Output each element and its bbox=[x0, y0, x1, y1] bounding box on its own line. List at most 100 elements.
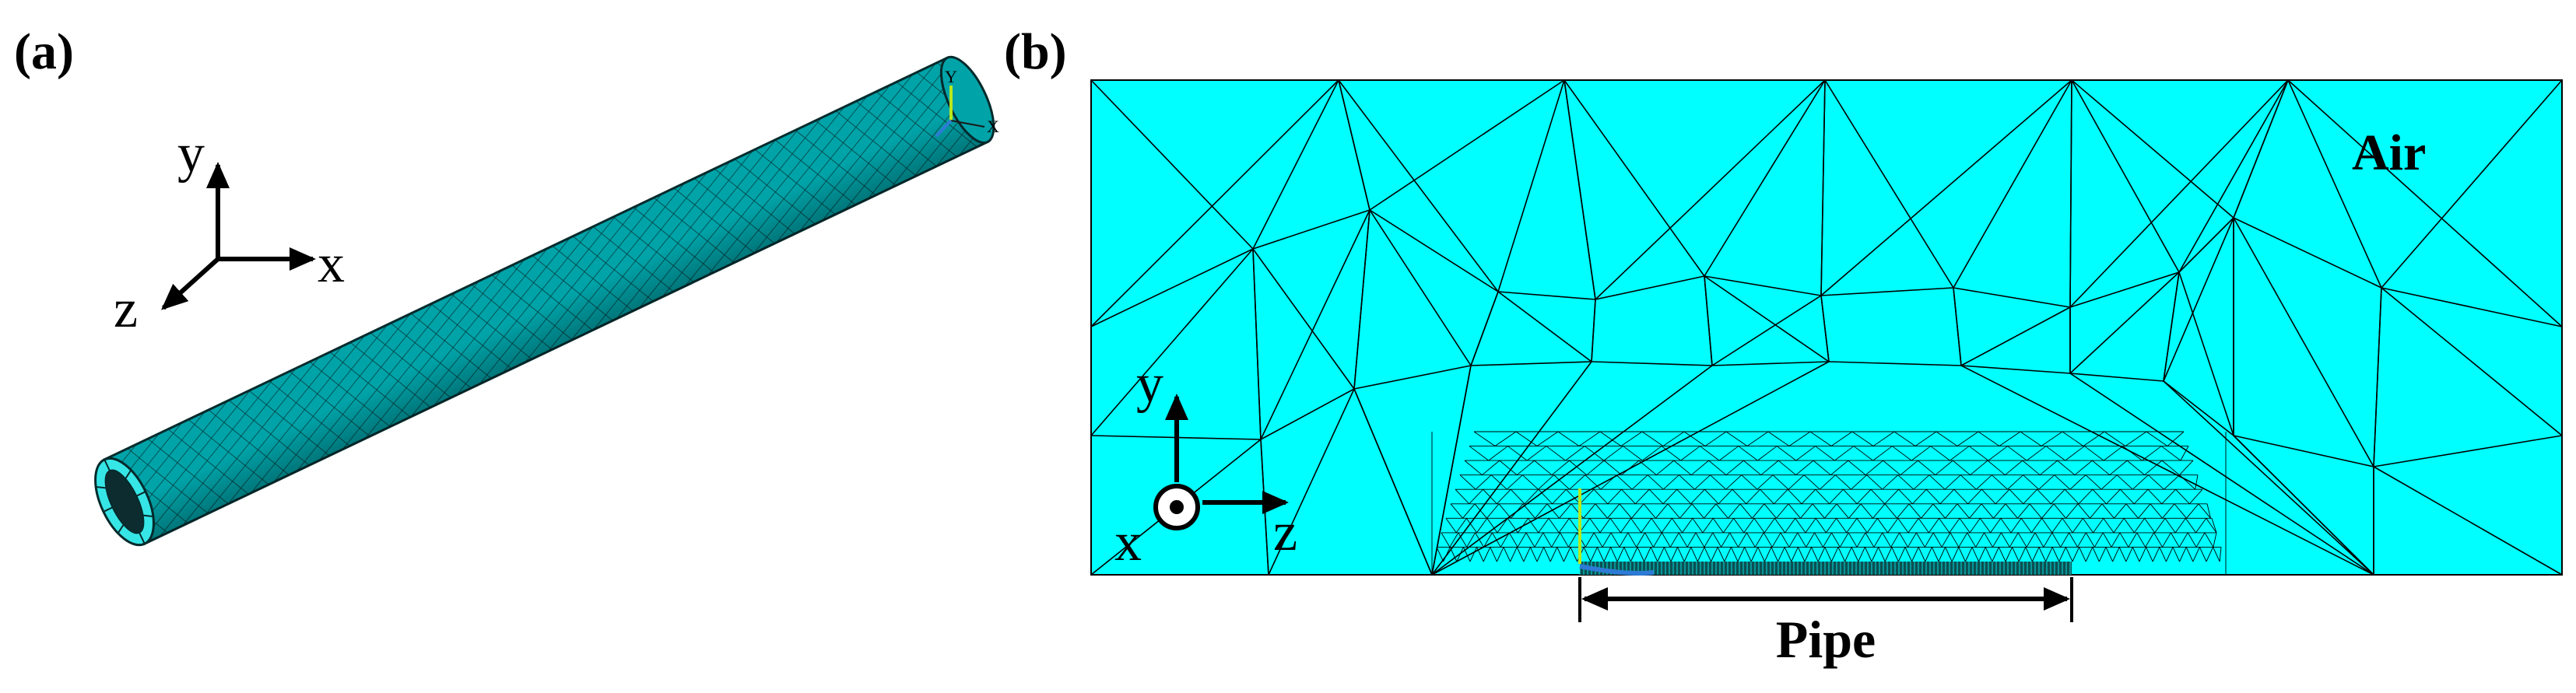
fine-mesh-edge bbox=[2093, 518, 2104, 534]
fine-mesh-edge bbox=[2172, 547, 2181, 562]
fine-mesh-edge bbox=[1856, 532, 1866, 548]
fine-mesh-edge bbox=[1510, 547, 1518, 562]
fine-mesh-edge bbox=[1865, 460, 1883, 476]
fine-mesh-edge bbox=[1609, 518, 1621, 534]
fine-mesh-edge bbox=[2009, 532, 2019, 548]
pipe-dimension: Pipe bbox=[1578, 577, 2073, 669]
fine-mesh-edge bbox=[2072, 518, 2083, 534]
fine-mesh-edge bbox=[2051, 518, 2063, 534]
fine-mesh-edge bbox=[2109, 460, 2128, 476]
fine-mesh-edge bbox=[1730, 547, 1739, 562]
mesh-edge bbox=[1431, 361, 1592, 576]
mesh-edge bbox=[2381, 287, 2563, 327]
fine-mesh-edge bbox=[1801, 488, 1816, 505]
fine-mesh-edge bbox=[2031, 547, 2040, 562]
fine-mesh-edge bbox=[1744, 547, 1752, 562]
fine-mesh-edge bbox=[2136, 532, 2146, 548]
fine-mesh-edge bbox=[1528, 518, 1539, 534]
fine-mesh-edge bbox=[2045, 547, 2053, 562]
mesh-edge bbox=[1470, 291, 1499, 366]
fine-mesh-edge bbox=[1676, 488, 1691, 505]
fine-mesh-edge bbox=[2133, 488, 2149, 505]
fine-mesh-edge bbox=[1898, 488, 1913, 505]
fine-mesh-edge bbox=[1771, 547, 1779, 562]
fine-mesh-edge bbox=[1760, 488, 1774, 505]
fine-mesh-edge bbox=[1695, 532, 1705, 548]
mesh-edge bbox=[1820, 79, 1826, 296]
fine-mesh-edge bbox=[1856, 518, 1868, 534]
fine-mesh-edge bbox=[2105, 547, 2114, 562]
fine-mesh-edge bbox=[2123, 518, 2135, 534]
fine-mesh-edge bbox=[1788, 503, 1801, 519]
fine-mesh-edge bbox=[1944, 474, 1961, 490]
axis-b-z-label: z bbox=[1273, 502, 1297, 562]
fine-mesh-edge bbox=[1911, 547, 1919, 562]
pipe-label: Pipe bbox=[1776, 610, 1876, 669]
fine-mesh-edge bbox=[1569, 460, 1588, 476]
fine-mesh-edge bbox=[2062, 518, 2073, 534]
fine-mesh-edge bbox=[1560, 532, 1569, 548]
fine-mesh-edge bbox=[2103, 446, 2124, 461]
fine-mesh-edge bbox=[1679, 503, 1693, 519]
fine-mesh-edge bbox=[1978, 547, 1986, 562]
fine-mesh-edge bbox=[1507, 446, 1528, 461]
fine-mesh-edge bbox=[2146, 547, 2153, 562]
mesh-edge bbox=[2373, 287, 2382, 467]
fine-mesh-edge bbox=[2113, 518, 2125, 534]
fine-mesh-edge bbox=[2146, 431, 2168, 446]
fine-mesh-edge bbox=[1662, 431, 1685, 446]
fine-mesh bbox=[1431, 431, 2227, 575]
fine-mesh-edge bbox=[1891, 547, 1899, 562]
fine-mesh-edge bbox=[1968, 446, 1989, 461]
axis-z-label: z bbox=[114, 279, 138, 339]
fine-mesh-edge bbox=[1711, 547, 1718, 562]
fine-mesh-edge bbox=[1992, 474, 2008, 490]
fine-mesh-edge bbox=[1824, 547, 1832, 562]
fine-mesh-edge bbox=[1603, 446, 1623, 461]
air-label: Air bbox=[2352, 124, 2426, 181]
fine-mesh-edge bbox=[1656, 460, 1675, 476]
fine-mesh-edge bbox=[1725, 460, 1744, 476]
fine-mesh-edge bbox=[2165, 547, 2174, 562]
fine-mesh-edge bbox=[1981, 503, 1994, 519]
fine-mesh-edge bbox=[1788, 431, 1811, 446]
axis-b-y-label: y bbox=[1136, 354, 1163, 414]
fine-mesh-edge bbox=[1662, 488, 1678, 505]
fine-mesh-edge bbox=[1788, 532, 1799, 548]
fine-mesh-edge bbox=[1536, 547, 1545, 562]
fine-mesh-edge bbox=[1517, 532, 1527, 548]
fine-mesh-edge bbox=[1797, 547, 1806, 562]
fine-mesh-edge bbox=[1610, 547, 1618, 562]
fine-mesh-edge bbox=[2122, 446, 2143, 461]
fine-mesh-edge bbox=[1843, 488, 1858, 505]
fine-mesh-edge bbox=[2126, 460, 2145, 476]
fine-mesh-edge bbox=[2178, 532, 2188, 548]
fine-mesh-edge bbox=[2017, 532, 2027, 548]
fine-mesh-edge bbox=[2093, 532, 2104, 548]
fine-mesh-edge bbox=[1931, 547, 1939, 562]
fine-mesh-edge bbox=[2022, 460, 2041, 476]
fine-mesh-edge bbox=[1559, 503, 1572, 519]
fine-mesh-edge bbox=[2062, 431, 2084, 446]
fine-mesh-edge bbox=[1884, 547, 1893, 562]
fine-mesh-edge bbox=[1897, 547, 1906, 562]
fine-mesh-edge bbox=[1712, 518, 1724, 534]
fine-mesh-edge bbox=[2025, 547, 2033, 562]
fine-mesh-edge bbox=[1551, 532, 1560, 548]
fine-mesh-edge bbox=[2045, 446, 2065, 461]
triad-b-z-line bbox=[1579, 564, 1655, 576]
fine-mesh-edge bbox=[1500, 532, 1510, 548]
fine-mesh-edge bbox=[2079, 547, 2086, 562]
fine-mesh-edge bbox=[2037, 488, 2051, 505]
fine-mesh-edge bbox=[2051, 488, 2065, 505]
fine-mesh-edge bbox=[1809, 431, 1832, 446]
fine-mesh-edge bbox=[1738, 532, 1747, 548]
fine-mesh-edge bbox=[1866, 518, 1878, 534]
fine-mesh-edge bbox=[1603, 460, 1622, 476]
fine-mesh-edge bbox=[2154, 518, 2166, 534]
fine-mesh-edge bbox=[2018, 547, 2027, 562]
fine-mesh-edge bbox=[1494, 431, 1517, 446]
fine-mesh-edge bbox=[1546, 446, 1566, 461]
fine-mesh-edge bbox=[1998, 547, 2006, 562]
